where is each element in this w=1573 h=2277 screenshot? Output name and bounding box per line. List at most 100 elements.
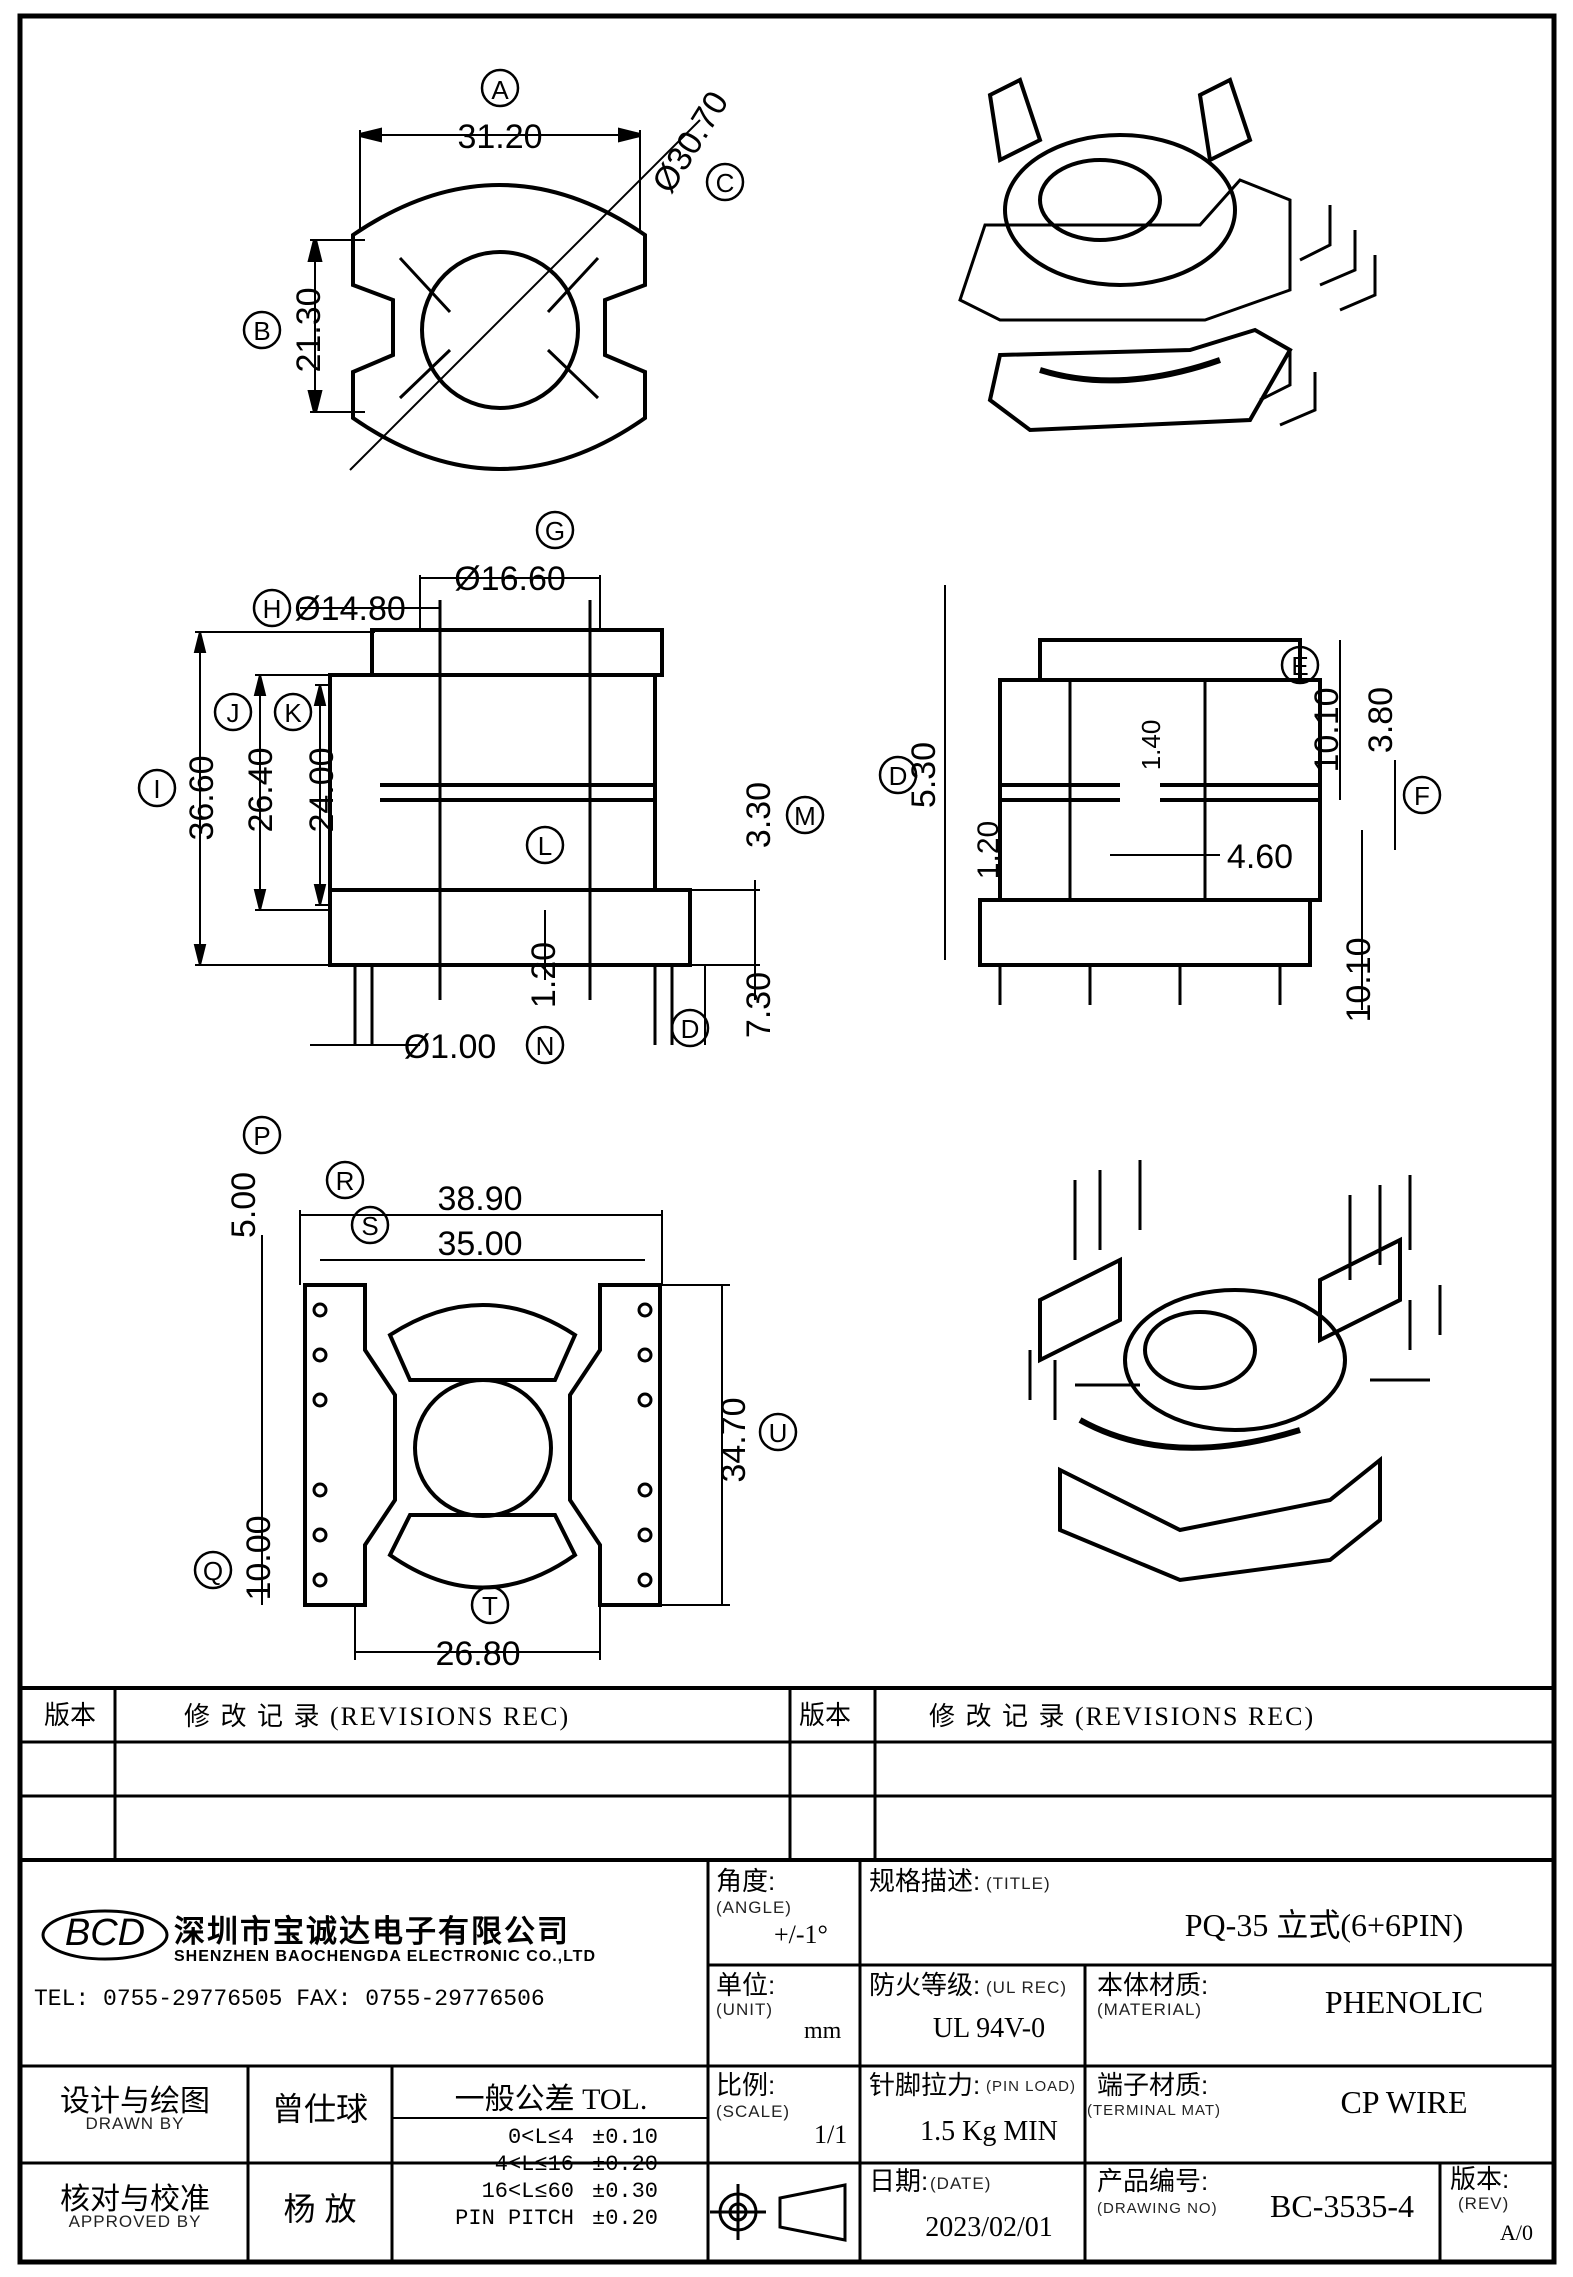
ul-label: 防火等级: xyxy=(869,1970,981,2000)
side-view xyxy=(193,575,760,1046)
dim-K: 24.00 xyxy=(303,747,341,832)
term-val: CP WIRE xyxy=(1340,2084,1468,2120)
label-R: R xyxy=(336,1166,355,1196)
label-J: J xyxy=(227,698,240,728)
label-N: N xyxy=(536,1031,555,1061)
dim-S: 35.00 xyxy=(437,1225,522,1263)
dim-H: Ø14.80 xyxy=(294,590,406,628)
label-K: K xyxy=(284,698,302,728)
date-val: 2023/02/01 xyxy=(925,2212,1053,2243)
unit-label: 单位: xyxy=(716,1970,776,2000)
tol-value-2: ±0.20 xyxy=(592,2152,659,2177)
rev-col-version-1: 版本 xyxy=(44,1700,97,1730)
spec-val: PQ-35 立式(6+6PIN) xyxy=(1184,1907,1464,1943)
tol-value-4: ±0.20 xyxy=(592,2206,659,2231)
dim-D-end-val: 5.30 xyxy=(905,742,943,808)
label-M: M xyxy=(794,801,816,831)
dim-slot: 1.40 xyxy=(1136,720,1166,771)
label-T: T xyxy=(482,1591,498,1621)
pin-label: 针脚拉力: xyxy=(869,2070,981,2100)
term-sub: (TERMINAL MAT) xyxy=(1087,2102,1221,2119)
pin-val: 1.5 Kg MIN xyxy=(920,2116,1058,2147)
rev-label: 版本: xyxy=(1450,2164,1510,2194)
ul-sub: (UL REC) xyxy=(986,1978,1068,1997)
dim-pin-len: 10.10 xyxy=(1340,937,1378,1022)
drawn-label: 设计与绘图 xyxy=(60,2085,210,2118)
date-sub: (DATE) xyxy=(930,2174,992,2193)
unit-val: mm xyxy=(804,2018,842,2044)
label-D: D xyxy=(681,1014,700,1044)
isometric-view-top xyxy=(958,77,1377,433)
label-Q: Q xyxy=(203,1556,223,1586)
label-F: F xyxy=(1414,781,1430,811)
dwg-label: 产品编号: xyxy=(1097,2166,1209,2196)
tol-range-4: PIN PITCH xyxy=(455,2206,574,2231)
tol-value-1: ±0.10 xyxy=(592,2125,659,2150)
dim-T: 26.80 xyxy=(435,1635,520,1673)
scale-sub: (SCALE) xyxy=(716,2102,791,2121)
label-G: G xyxy=(545,516,565,546)
angle-sub: (ANGLE) xyxy=(716,1898,792,1917)
dim-G: Ø16.60 xyxy=(454,560,566,598)
label-C: C xyxy=(716,168,735,198)
projection-symbol xyxy=(710,2183,847,2242)
top-view xyxy=(307,119,701,471)
dim-U: 34.70 xyxy=(715,1397,753,1482)
dwg-sub: (DRAWING NO) xyxy=(1097,2200,1218,2217)
spec-sub: (TITLE) xyxy=(986,1874,1051,1893)
dim-N: Ø1.00 xyxy=(404,1028,497,1066)
tol-value-3: ±0.30 xyxy=(592,2179,659,2204)
label-S: S xyxy=(361,1211,378,1241)
company-logo: BCD xyxy=(41,1909,169,1961)
label-P: P xyxy=(253,1121,270,1151)
dim-gap: 4.60 xyxy=(1227,838,1293,876)
bottom-view-labels: P 5.00 Q 10.00 R 38.90 S 35.00 T 26.80 U… xyxy=(193,1115,798,1673)
tol-range-3: 16<L≤60 xyxy=(481,2179,574,2204)
unit-sub: (UNIT) xyxy=(716,2000,773,2019)
tol-range-2: 4<L≤16 xyxy=(494,2152,574,2177)
dwg-val: BC-3535-4 xyxy=(1270,2188,1414,2224)
dim-F-val: 3.80 xyxy=(1362,687,1400,753)
label-I: I xyxy=(153,774,160,804)
label-H: H xyxy=(263,594,282,624)
dim-P: 5.00 xyxy=(225,1172,263,1238)
label-A: A xyxy=(491,75,509,105)
rev-col-record-2: 修 改 记 录 (REVISIONS REC) xyxy=(929,1702,1316,1731)
approved-val: 杨 放 xyxy=(283,2191,357,2227)
company-name-cn: 深圳市宝诚达电子有限公司 xyxy=(174,1914,570,1949)
dim-E-val: 10.10 xyxy=(1308,687,1346,772)
dim-Q: 10.00 xyxy=(240,1515,278,1600)
angle-label: 角度: xyxy=(716,1866,776,1896)
dim-L: 1.20 xyxy=(525,942,563,1008)
spec-label: 规格描述: xyxy=(869,1866,981,1896)
dim-flange: 1.20 xyxy=(972,821,1005,879)
angle-val: +/-1° xyxy=(774,1920,828,1949)
approved-sub: APPROVED BY xyxy=(68,2212,202,2231)
label-U: U xyxy=(769,1418,788,1448)
company-name-en: SHENZHEN BAOCHENGDA ELECTRONIC CO.,LTD xyxy=(174,1948,596,1965)
rev-col-record-1: 修 改 记 录 (REVISIONS REC) xyxy=(184,1702,571,1731)
isometric-view-bottom xyxy=(1028,1160,1442,1583)
label-D-end: D xyxy=(889,761,908,791)
rev-col-version-2: 版本 xyxy=(799,1700,852,1730)
rev-sub: (REV) xyxy=(1458,2194,1510,2213)
mat-sub: (MATERIAL) xyxy=(1097,2000,1203,2019)
label-B: B xyxy=(253,316,270,346)
drawn-sub: DRAWN BY xyxy=(85,2114,185,2133)
tol-label: 一般公差 TOL. xyxy=(454,2083,648,2116)
dim-J: 26.40 xyxy=(242,747,280,832)
dim-R: 38.90 xyxy=(437,1180,522,1218)
svg-text:BCD: BCD xyxy=(65,1912,145,1954)
scale-label: 比例: xyxy=(716,2070,776,2100)
rev-val: A/0 xyxy=(1500,2220,1533,2245)
end-view xyxy=(944,585,1396,1010)
approved-label: 核对与校准 xyxy=(60,2183,210,2216)
tol-range-1: 0<L≤4 xyxy=(507,2125,574,2150)
date-label: 日期: xyxy=(869,2166,929,2196)
tol-values: ±0.10 ±0.20 ±0.30 ±0.20 xyxy=(592,2124,702,2232)
title-block-grid xyxy=(22,1686,1552,2262)
drawn-val: 曾仕球 xyxy=(271,2091,368,2127)
dim-A: 31.20 xyxy=(457,118,542,156)
ul-val: UL 94V-0 xyxy=(932,2013,1046,2044)
